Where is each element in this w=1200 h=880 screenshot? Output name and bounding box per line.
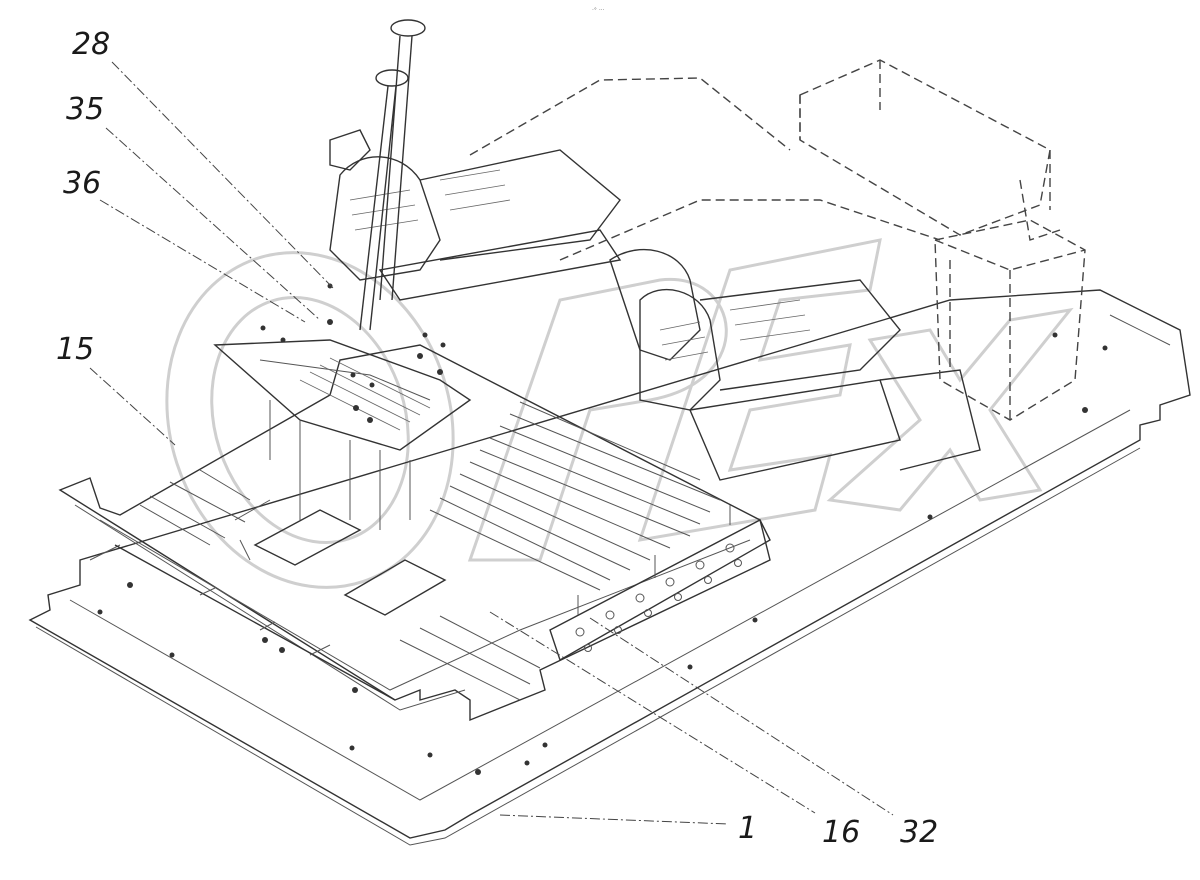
- callout-32: 32: [900, 815, 938, 850]
- tiny-mark: ·° ···: [592, 7, 605, 14]
- phantom-tank: [799, 59, 1061, 241]
- callout-15: 15: [56, 332, 94, 367]
- watermark-logo: [165, 238, 1074, 589]
- control-levers: [359, 19, 426, 331]
- callout-1: 1: [738, 811, 757, 846]
- callout-36: 36: [63, 166, 101, 201]
- floor-panel: [58, 344, 771, 722]
- callout-28: 28: [72, 27, 110, 62]
- lever-console: [213, 283, 472, 530]
- leader-lines: [89, 61, 894, 825]
- callout-35: 35: [66, 92, 104, 127]
- phantom-frame: [469, 77, 941, 261]
- base-plate: [28, 289, 1191, 846]
- phantom-battery: [934, 219, 1086, 421]
- mounting-strip: [549, 505, 771, 662]
- fastener-bolts: [260, 283, 446, 423]
- seat-right: [609, 248, 981, 481]
- callout-16: 16: [822, 815, 860, 850]
